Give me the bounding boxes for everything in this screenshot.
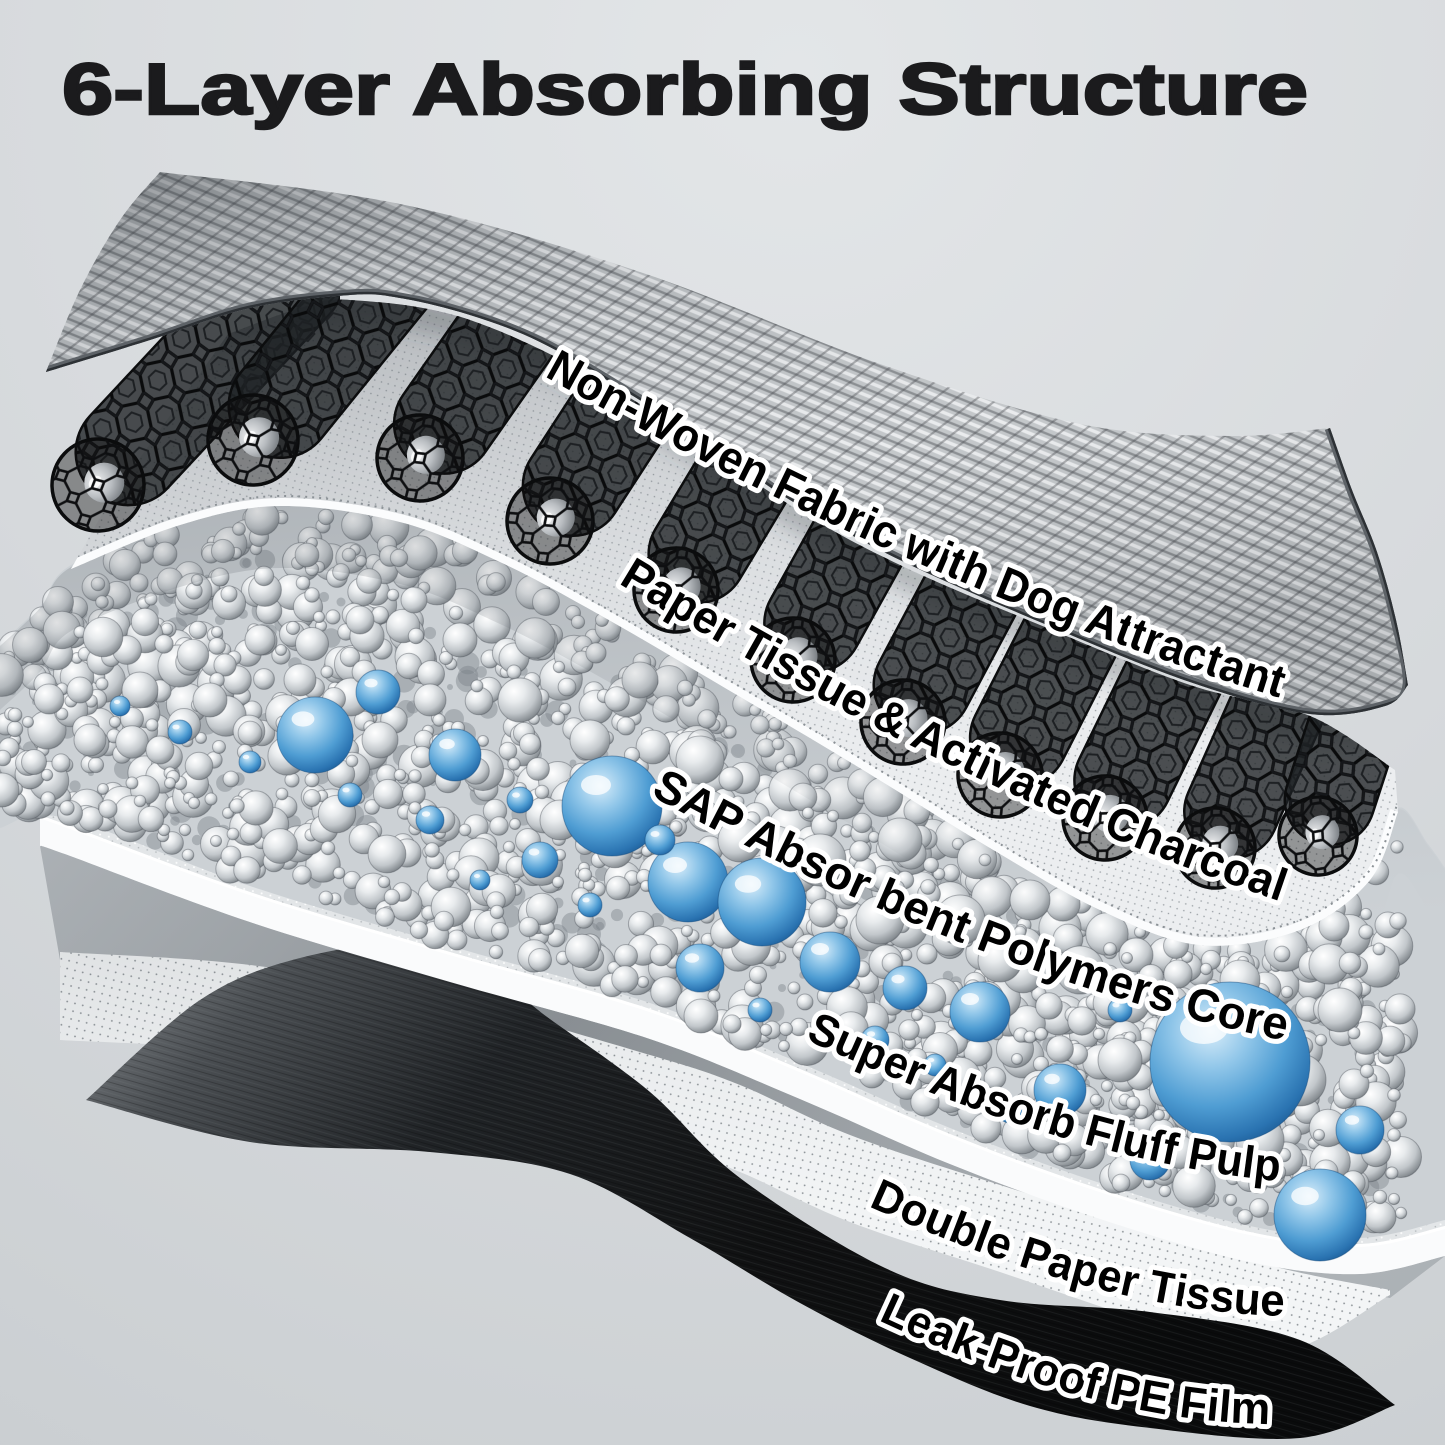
svg-text:6-Layer Absorbing Structure: 6-Layer Absorbing Structure [62,50,1308,130]
